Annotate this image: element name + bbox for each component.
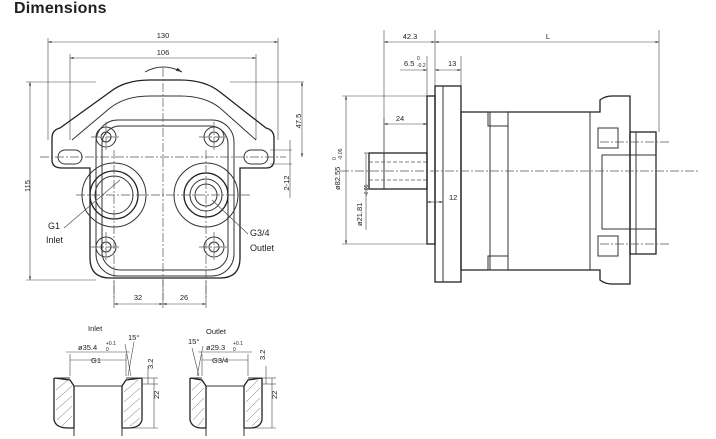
dim-24-text: 24 [396, 114, 404, 123]
dim-slot-text: 2-12 [282, 175, 291, 190]
dim-key-text: 12 [449, 193, 457, 202]
section-title: Dimensions [14, 0, 107, 17]
front-view: 130 106 [23, 31, 304, 308]
inlet-section-left [53, 377, 75, 429]
outlet-thread-text: G3/4 [212, 356, 228, 365]
dim-shaft-dia-text: ø21.81 [355, 203, 364, 226]
pilot [426, 95, 436, 245]
outlet-cb-tol-upper: +0.1 [233, 341, 243, 347]
dim-shaft-dia-tol: -0.05 [364, 184, 370, 196]
inlet-depth: 22 [152, 391, 161, 399]
end-port-block [629, 131, 657, 255]
dim-pilot-tol-lower: -0.2 [417, 63, 426, 69]
inlet-label: Inlet [46, 235, 64, 245]
dim-130-text: 130 [157, 31, 170, 40]
dim-pilot-dia-tol-lower: -0.05 [338, 148, 344, 160]
outlet-section-left [189, 377, 207, 429]
dim-pilot-dia-tol-upper: 0 [332, 157, 338, 160]
outlet-section-right [243, 377, 263, 429]
inlet-hatching [55, 379, 141, 427]
outlet-label: Outlet [250, 243, 275, 253]
pump-body [460, 95, 631, 285]
body-block [95, 119, 235, 277]
dim-115-text: 115 [23, 180, 32, 192]
rotation-arrow-icon [144, 66, 183, 73]
inlet-cb-tol-lower: 0 [106, 347, 109, 353]
outlet-detail-label: Outlet [206, 327, 227, 336]
bolt-holes [95, 126, 225, 258]
outlet-hatching [191, 379, 261, 427]
side-view: 42.3 L 6.5 0 -0.2 13 24 12 ø82.55 0 -0.0… [332, 30, 700, 285]
outlet-detail-angle: 15° [188, 337, 199, 346]
dim-32-text: 32 [134, 293, 142, 302]
outlet-cb-tol-lower: 0 [233, 347, 236, 353]
outlet-port-detail: Outlet 15° ø29.3 +0.1 0 G3/4 3.2 [188, 327, 279, 436]
dim-26-text: 26 [180, 293, 188, 302]
inlet-depth-small: 3.2 [146, 359, 155, 369]
inlet-port-detail: Inlet 15° ø35.4 +0.1 0 G1 3.2 [53, 324, 161, 436]
outlet-thread-label: G3/4 [250, 228, 270, 238]
inlet-detail-label: Inlet [88, 324, 103, 333]
flange [434, 85, 462, 283]
outlet-depth: 22 [270, 391, 279, 399]
inlet-thread-label: G1 [48, 221, 60, 231]
dim-pilot-dia-text: ø82.55 [333, 167, 342, 190]
dim-pilot-text: 6.5 [404, 59, 414, 68]
dim-length-text: L [546, 32, 550, 41]
outlet-depth-small: 3.2 [258, 350, 267, 360]
outlet-counterbore-text: ø29.3 [206, 343, 225, 352]
inlet-section-right [121, 377, 143, 429]
inlet-thread-text: G1 [91, 356, 101, 365]
dim-106-text: 106 [157, 48, 170, 57]
pump-housing-outline [51, 79, 275, 279]
dim-pilot-tol-upper: 0 [417, 56, 420, 62]
dim-flange-thk-text: 13 [448, 59, 456, 68]
dim-42-3-text: 42.3 [403, 32, 418, 41]
inlet-counterbore-text: ø35.4 [78, 343, 97, 352]
inlet-detail-angle: 15° [128, 333, 139, 342]
inlet-cb-tol-upper: +0.1 [106, 341, 116, 347]
dim-47-5-text: 47.5 [294, 114, 303, 129]
housing-inner-contour [71, 95, 257, 141]
